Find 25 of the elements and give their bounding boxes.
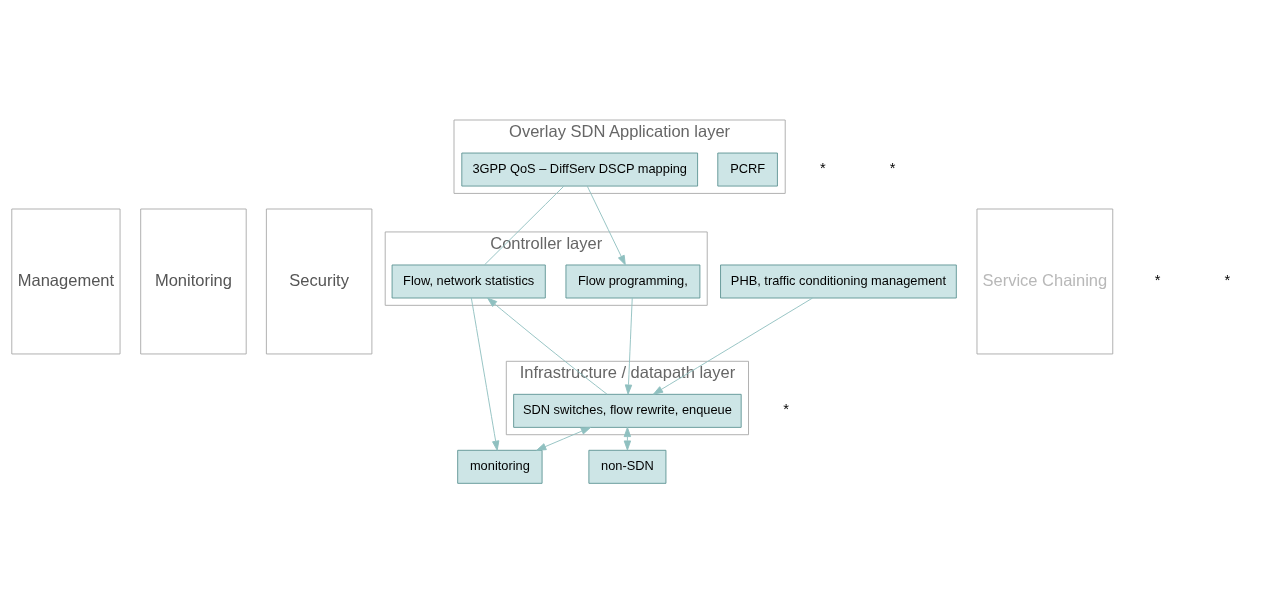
label: * [889,159,896,176]
label: * [1154,271,1161,288]
arrow [653,297,813,395]
arrow [624,297,633,395]
arrow [536,426,591,451]
node-box: Flow programming, [565,264,701,298]
node-box: PHB, traffic conditioning management [720,264,957,298]
node-box: Flow, network statistics [391,264,546,298]
label: * [783,400,789,417]
node-box: monitoring [457,449,543,484]
label: * [1224,271,1231,288]
node-box: Security [265,208,373,354]
node-box: 3GPP QoS – DiffServ DSCP mapping [461,152,699,187]
node-box: SDN switches, flow rewrite, enqueue [513,393,742,428]
connector [484,185,565,265]
arrow [470,297,500,451]
arrow [586,185,626,265]
arrow [487,297,608,395]
node-box: PCRF [717,152,778,187]
arrow [623,426,632,451]
node-box: Management [11,208,121,354]
label: * [819,159,826,176]
node-box: non-SDN [588,449,667,484]
node-box: Monitoring [140,208,247,354]
node-box: Service Chaining [976,208,1114,354]
